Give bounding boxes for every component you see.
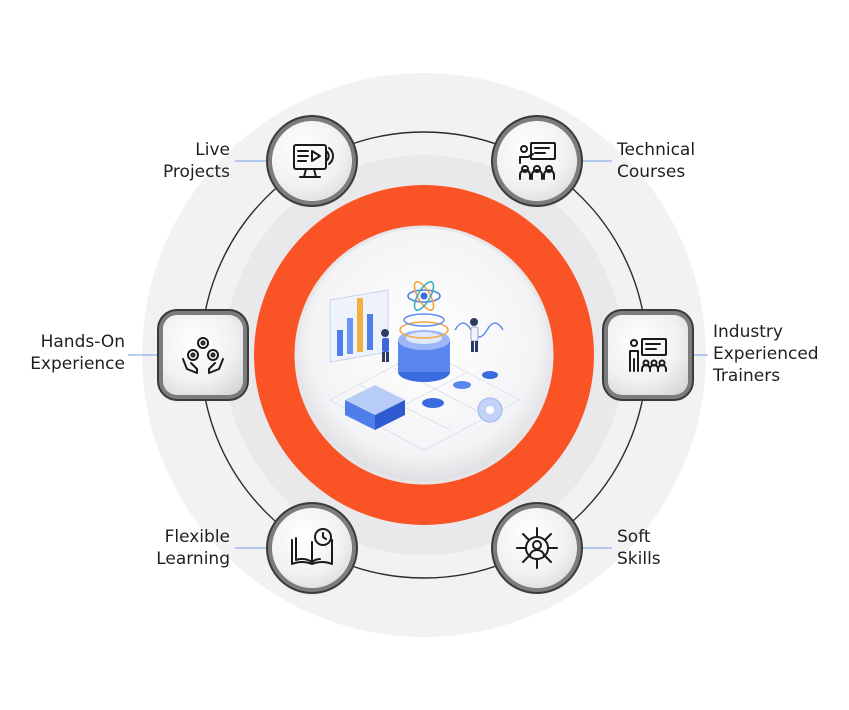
connectors: [128, 160, 708, 549]
industry-trainers-label: Industry Experienced Trainers: [713, 322, 819, 386]
hands-on-label: Hands-On Experience: [30, 332, 125, 374]
soft-skills-node: [497, 508, 577, 588]
technical-courses-node: [497, 121, 577, 201]
flexible-learning-node: [272, 508, 352, 588]
presentation-audience-icon: [519, 142, 556, 180]
industry-trainers-node: [608, 315, 688, 395]
book-clock-icon: [291, 528, 333, 565]
technical-courses-label: Technical Courses: [617, 140, 696, 182]
soft-skills-label: Soft Skills: [617, 527, 661, 569]
hands-gears-icon: [182, 337, 224, 374]
hands-on-node: [163, 315, 243, 395]
live-projects-label: Live Projects: [162, 140, 230, 182]
live-projects-node: [272, 121, 352, 201]
trainer-board-icon: [629, 338, 667, 372]
person-network-icon: [516, 527, 558, 569]
analytics-illustration: [329, 281, 521, 451]
flexible-learning-label: Flexible Learning: [156, 527, 230, 569]
monitor-play-icon: [293, 144, 334, 178]
